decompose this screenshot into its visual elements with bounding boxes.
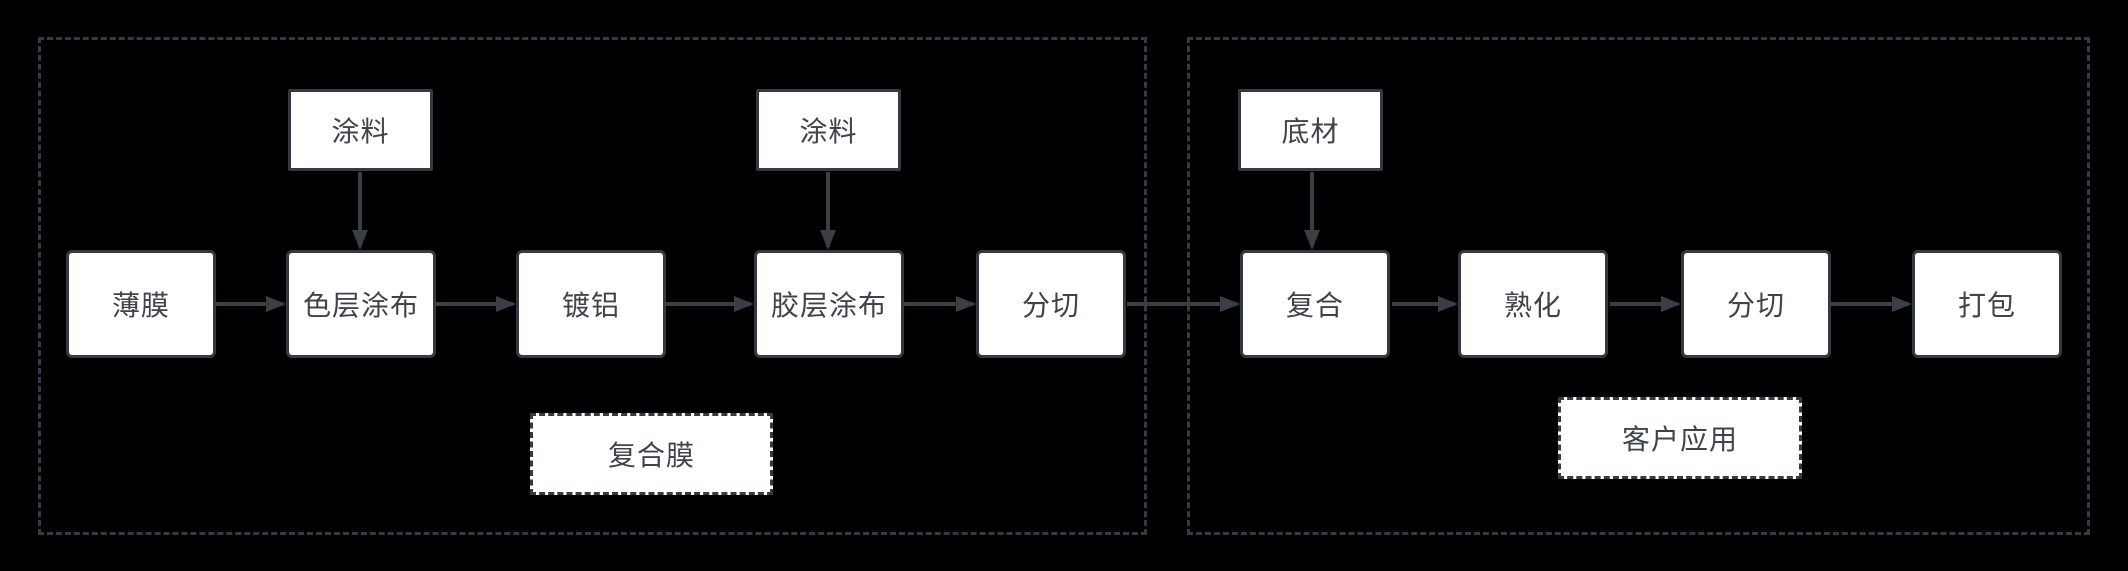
node-laminating: 复合 bbox=[1240, 250, 1390, 358]
node-slitting-2: 分切 bbox=[1681, 250, 1831, 358]
node-adhesive-coating: 胶层涂布 bbox=[754, 250, 904, 358]
node-aluminizing: 镀铝 bbox=[516, 250, 666, 358]
node-film: 薄膜 bbox=[66, 250, 216, 358]
node-substrate: 底材 bbox=[1238, 89, 1383, 171]
node-coating-1: 涂料 bbox=[288, 89, 433, 171]
node-curing: 熟化 bbox=[1458, 250, 1608, 358]
stage-container-composite-film bbox=[38, 37, 1147, 535]
node-coating-2: 涂料 bbox=[756, 89, 901, 171]
node-slitting-1: 分切 bbox=[976, 250, 1126, 358]
node-packing: 打包 bbox=[1912, 250, 2062, 358]
stage-container-customer-application bbox=[1187, 37, 2090, 535]
node-color-coating: 色层涂布 bbox=[286, 250, 436, 358]
stage-label-composite-film: 复合膜 bbox=[530, 413, 773, 495]
stage-label-customer-application: 客户应用 bbox=[1558, 397, 1802, 479]
